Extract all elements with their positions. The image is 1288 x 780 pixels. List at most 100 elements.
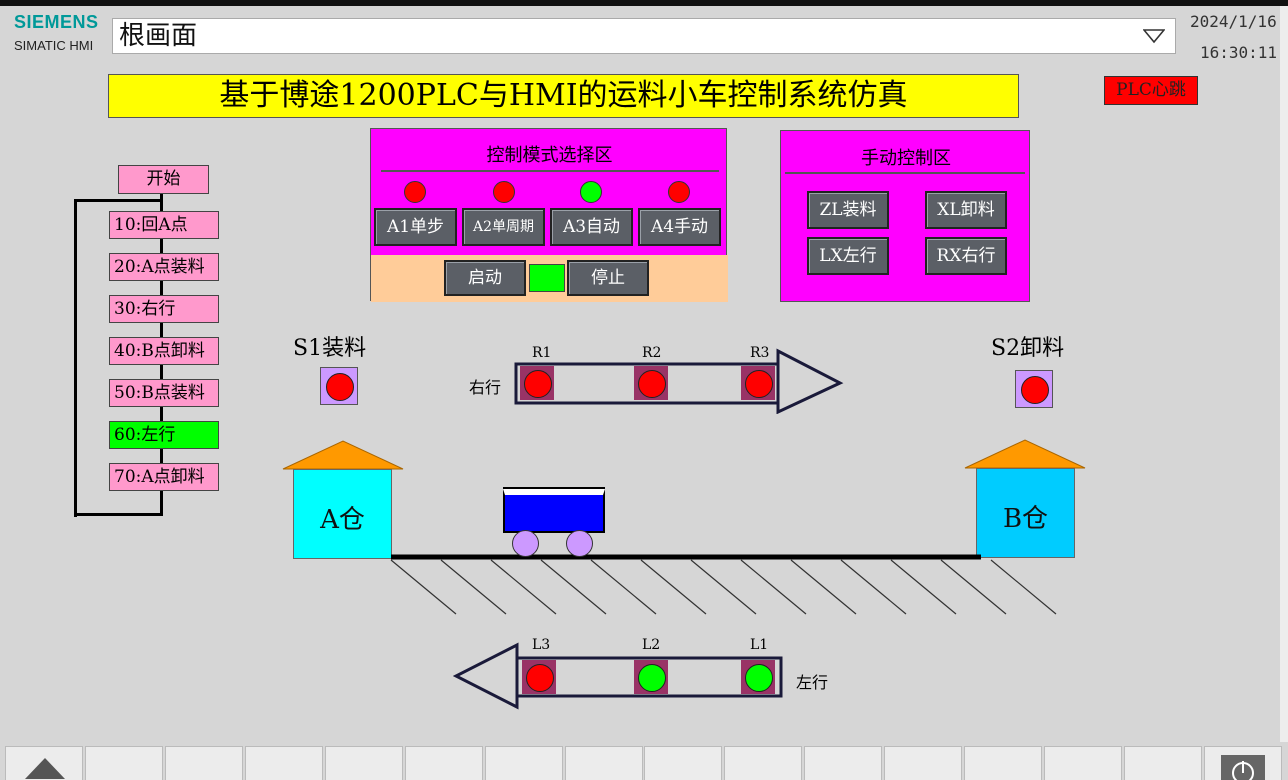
l1-label: L1 bbox=[750, 637, 769, 653]
warehouse-b: B仓 bbox=[976, 468, 1075, 558]
warehouse-a: A仓 bbox=[293, 469, 392, 559]
step-chain-line bbox=[74, 513, 163, 516]
right-edge bbox=[1280, 6, 1288, 746]
step-chain-line bbox=[74, 199, 163, 202]
mode-a2-lamp bbox=[493, 181, 515, 203]
left-travel-label: 左行 bbox=[796, 673, 829, 692]
function-key-14[interactable] bbox=[1044, 746, 1122, 780]
step-start: 开始 bbox=[118, 165, 209, 194]
cart-body bbox=[503, 489, 605, 533]
chevron-down-icon[interactable] bbox=[1143, 28, 1165, 44]
lx-left-button[interactable]: LX左行 bbox=[807, 237, 889, 275]
cart-wheel bbox=[566, 530, 593, 557]
r1-lamp bbox=[524, 370, 552, 398]
mode-a1-button[interactable]: A1单步 bbox=[374, 208, 457, 246]
brand-logo: SIEMENS bbox=[14, 12, 99, 32]
mode-select-panel: 控制模式选择区 A1单步 A2单周期 A3自动 A4手动 启动 停止 bbox=[370, 128, 728, 302]
stop-button[interactable]: 停止 bbox=[567, 260, 649, 296]
r2-label: R2 bbox=[642, 345, 662, 361]
power-key[interactable] bbox=[1204, 746, 1282, 780]
mode-a3-lamp bbox=[580, 181, 602, 203]
step-30: 30:右行 bbox=[109, 295, 219, 323]
function-key-7[interactable] bbox=[485, 746, 563, 780]
rail-track bbox=[390, 554, 1057, 615]
l3-indicator bbox=[522, 660, 556, 694]
page-title: 基于博途1200PLC与HMI的运料小车控制系统仿真 bbox=[108, 74, 1019, 118]
time-display: 16:30:11 bbox=[1200, 43, 1278, 62]
right-arrow-icon bbox=[514, 348, 844, 414]
s1-load-label: S1装料 bbox=[293, 336, 367, 361]
function-key-3[interactable] bbox=[165, 746, 243, 780]
power-icon bbox=[1232, 761, 1254, 780]
s1-sensor-box bbox=[320, 367, 358, 405]
step-20: 20:A点装料 bbox=[109, 253, 219, 281]
function-key-2[interactable] bbox=[85, 746, 163, 780]
function-key-15[interactable] bbox=[1124, 746, 1202, 780]
warehouse-a-roof bbox=[282, 440, 404, 470]
mode-a3-button[interactable]: A3自动 bbox=[550, 208, 633, 246]
divider bbox=[381, 170, 719, 172]
mode-a2-button[interactable]: A2单周期 bbox=[462, 208, 545, 246]
function-key-9[interactable] bbox=[644, 746, 722, 780]
function-key-4[interactable] bbox=[245, 746, 323, 780]
function-key-13[interactable] bbox=[964, 746, 1042, 780]
r2-lamp bbox=[638, 370, 666, 398]
zl-load-button[interactable]: ZL装料 bbox=[807, 191, 889, 229]
step-60-active: 60:左行 bbox=[109, 421, 219, 449]
home-icon bbox=[25, 758, 65, 779]
left-arrow-icon bbox=[453, 642, 783, 710]
function-key-10[interactable] bbox=[724, 746, 802, 780]
function-key-6[interactable] bbox=[405, 746, 483, 780]
top-border bbox=[0, 0, 1288, 6]
step-40: 40:B点卸料 bbox=[109, 337, 219, 365]
l2-lamp bbox=[638, 664, 666, 692]
mode-a4-button[interactable]: A4手动 bbox=[638, 208, 721, 246]
r3-indicator bbox=[741, 366, 775, 400]
step-70: 70:A点卸料 bbox=[109, 463, 219, 491]
function-key-8[interactable] bbox=[565, 746, 643, 780]
step-50: 50:B点装料 bbox=[109, 379, 219, 407]
manual-panel-title: 手动控制区 bbox=[861, 148, 951, 169]
r2-indicator bbox=[634, 366, 668, 400]
s2-sensor-box bbox=[1015, 370, 1053, 408]
divider bbox=[785, 172, 1025, 174]
plc-heartbeat-indicator: PLC心跳 bbox=[1104, 76, 1198, 105]
function-key-11[interactable] bbox=[804, 746, 882, 780]
l2-label: L2 bbox=[642, 637, 661, 653]
screen-name: 根画面 bbox=[119, 21, 198, 51]
l3-lamp bbox=[526, 664, 554, 692]
step-10: 10:回A点 bbox=[109, 211, 219, 239]
right-travel-label: 右行 bbox=[469, 378, 502, 397]
mode-a1-lamp bbox=[404, 181, 426, 203]
mode-panel-title: 控制模式选择区 bbox=[486, 145, 613, 166]
start-button[interactable]: 启动 bbox=[444, 260, 526, 296]
date-display: 2024/1/16 bbox=[1190, 12, 1277, 31]
mode-a4-lamp bbox=[668, 181, 690, 203]
l2-indicator bbox=[634, 660, 668, 694]
run-lamp bbox=[529, 264, 565, 292]
power-button-face bbox=[1221, 755, 1265, 780]
rx-right-button[interactable]: RX右行 bbox=[925, 237, 1007, 275]
function-key-12[interactable] bbox=[884, 746, 962, 780]
l1-indicator bbox=[741, 660, 775, 694]
xl-unload-button[interactable]: XL卸料 bbox=[925, 191, 1007, 229]
cart-wheel bbox=[512, 530, 539, 557]
s2-lamp bbox=[1021, 376, 1049, 404]
product-name: SIMATIC HMI bbox=[14, 38, 94, 53]
l3-label: L3 bbox=[532, 637, 551, 653]
s1-lamp bbox=[326, 373, 354, 401]
r3-lamp bbox=[745, 370, 773, 398]
step-chain-line bbox=[74, 199, 77, 517]
r1-label: R1 bbox=[532, 345, 552, 361]
s2-unload-label: S2卸料 bbox=[991, 336, 1065, 361]
function-key-5[interactable] bbox=[325, 746, 403, 780]
warehouse-b-roof bbox=[964, 439, 1086, 469]
home-key[interactable] bbox=[5, 746, 83, 780]
start-stop-area: 启动 停止 bbox=[371, 255, 728, 302]
l1-lamp bbox=[745, 664, 773, 692]
r1-indicator bbox=[520, 366, 554, 400]
manual-control-panel: 手动控制区 ZL装料 XL卸料 LX左行 RX右行 bbox=[780, 130, 1030, 302]
screen-selector[interactable]: 根画面 bbox=[112, 18, 1176, 54]
r3-label: R3 bbox=[750, 345, 770, 361]
